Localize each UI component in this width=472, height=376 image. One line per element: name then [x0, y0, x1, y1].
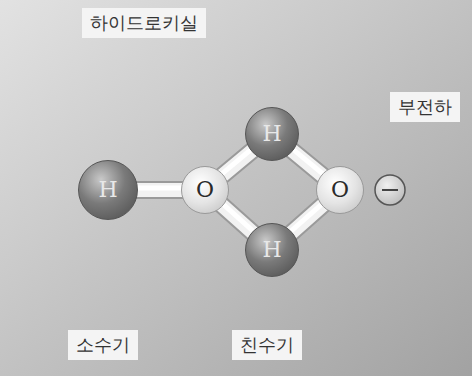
- chemical-bond: [221, 203, 253, 234]
- chemical-bond: [291, 203, 324, 234]
- atom-symbol: H: [262, 123, 281, 145]
- chemical-bond: [136, 188, 183, 190]
- atom-symbol: H: [262, 239, 281, 261]
- atom-symbol: H: [98, 179, 117, 201]
- hydrogen-atom: H: [78, 160, 138, 220]
- chemical-bond: [222, 148, 253, 176]
- annotation-label: 하이드로키실: [82, 8, 206, 38]
- annotation-label: 소수기: [68, 330, 138, 360]
- negative-charge-symbol: [375, 175, 405, 205]
- atom-symbol: O: [331, 179, 349, 201]
- annotation-label: 부전하: [390, 92, 460, 122]
- oxygen-atom: O: [316, 166, 364, 214]
- hydrogen-atom: H: [245, 107, 299, 161]
- annotation-label: 친수기: [232, 330, 302, 360]
- hydrogen-atom: H: [245, 223, 299, 277]
- atom-symbol: O: [196, 179, 214, 201]
- oxygen-atom: O: [181, 166, 229, 214]
- chemical-bond: [291, 148, 323, 176]
